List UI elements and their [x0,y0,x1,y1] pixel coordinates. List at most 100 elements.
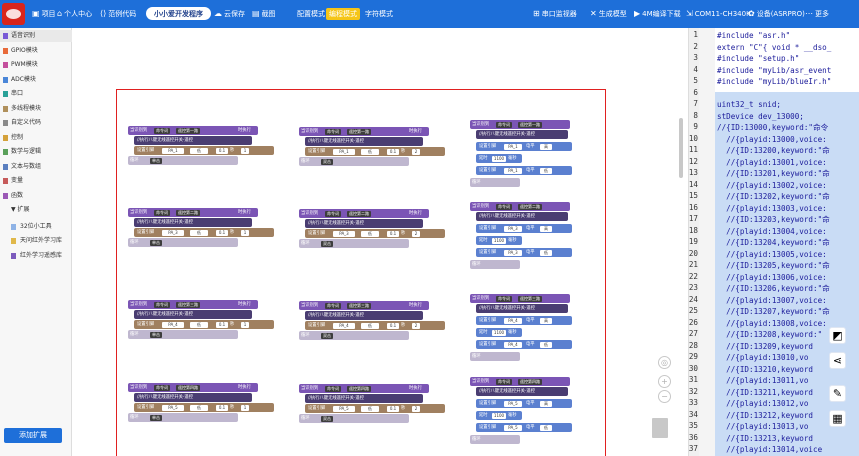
mode-config[interactable]: 配置模式 [297,10,325,18]
action-slot[interactable]: 单击 [150,157,162,164]
chart-icon[interactable]: ◩ [829,327,846,344]
sidebar-category[interactable]: 变量 [0,175,72,187]
sidebar-category[interactable]: 串口 [0,88,72,100]
pin-slot[interactable]: PA_1 [504,167,522,174]
value-slot[interactable]: 0.1 [387,322,399,329]
level-slot[interactable]: 低 [361,405,379,412]
action-slot[interactable]: 双击 [321,240,333,247]
sidebar-category[interactable]: 语音识别 [0,30,72,42]
pin-slot[interactable]: PA_1 [333,148,355,155]
qrcode-icon[interactable]: ▦ [829,410,846,427]
delay-slot[interactable]: 1100 [492,412,506,419]
sidebar-category[interactable]: 数学与逻辑 [0,146,72,158]
command-slot[interactable]: 命令词 [154,301,170,308]
serial-monitor-button[interactable]: ⊞串口监视器 [533,9,577,18]
zoom-in-icon[interactable]: + [658,375,671,388]
command-name-slot[interactable]: 遥控第三路 [176,301,200,308]
delay-slot[interactable]: 1100 [492,237,506,244]
sidebar-category[interactable]: PWM模块 [0,59,72,71]
command-slot[interactable]: 命令词 [325,210,341,217]
count-slot[interactable]: 2 [412,405,420,412]
value-slot[interactable]: 0.1 [216,229,228,236]
command-slot[interactable]: 命令词 [154,384,170,391]
count-slot[interactable]: 2 [412,322,420,329]
count-slot[interactable]: 2 [412,148,420,155]
value-slot[interactable]: 0.1 [216,321,228,328]
command-name-slot[interactable]: 遥控第一路 [347,128,371,135]
compile-download-button[interactable]: ▶4M编译下载 [634,9,681,18]
command-slot[interactable]: 命令词 [496,203,512,210]
zoom-out-icon[interactable]: − [658,390,671,403]
delay-slot[interactable]: 1100 [492,329,506,336]
screenshot-button[interactable]: ▤截图 [252,9,276,18]
sidebar-category[interactable]: ADC模块 [0,74,72,86]
command-name-slot[interactable]: 遥控第一路 [176,127,200,134]
command-slot[interactable]: 命令词 [325,128,341,135]
menu-project[interactable]: ▣项目 [32,9,56,18]
pin-slot[interactable]: PA_3 [504,249,522,256]
count-slot[interactable]: 1 [241,404,249,411]
delay-slot[interactable]: 1100 [492,155,506,162]
command-name-slot[interactable]: 遥控第四路 [176,384,200,391]
level-slot[interactable]: 高 [540,317,552,324]
pin-slot[interactable]: PA_1 [504,143,522,150]
command-name-slot[interactable]: 遥控第二路 [518,203,542,210]
pin-slot[interactable]: PA_4 [333,322,355,329]
action-slot[interactable]: 单击 [150,239,162,246]
command-name-slot[interactable]: 遥控第一路 [518,121,542,128]
value-slot[interactable]: 0.1 [387,230,399,237]
command-name-slot[interactable]: 遥控第四路 [518,378,542,385]
sidebar-extension-item[interactable]: 红外学习遥感库 [0,250,72,262]
command-slot[interactable]: 命令词 [325,302,341,309]
command-name-slot[interactable]: 遥控第三路 [347,302,371,309]
command-slot[interactable]: 命令词 [325,385,341,392]
command-name-slot[interactable]: 遥控第四路 [347,385,371,392]
level-slot[interactable]: 低 [190,321,208,328]
level-slot[interactable]: 高 [540,400,552,407]
level-slot[interactable]: 低 [190,229,208,236]
level-slot[interactable]: 低 [540,249,552,256]
level-slot[interactable]: 高 [540,143,552,150]
trash-icon[interactable] [652,418,668,438]
pin-slot[interactable]: PA_3 [333,230,355,237]
level-slot[interactable]: 低 [361,230,379,237]
workspace-scrollbar[interactable] [679,118,683,178]
count-slot[interactable]: 1 [241,321,249,328]
sidebar-extension-item[interactable]: 天问红外学习库 [0,235,72,247]
command-name-slot[interactable]: 遥控第三路 [518,295,542,302]
sidebar-category[interactable]: 多线程模块 [0,103,72,115]
menu-personal-center[interactable]: ⌂个人中心 [57,9,93,18]
pin-slot[interactable]: PA_5 [504,424,522,431]
cloud-save-button[interactable]: ☁云保存 [214,9,245,18]
action-slot[interactable]: 双击 [321,332,333,339]
panel-divider[interactable] [688,28,699,456]
menu-sample-code[interactable]: ⟨⟩范例代码 [100,9,137,18]
level-slot[interactable]: 低 [361,322,379,329]
serial-port-select[interactable]: ⇲COM11-CH340K [686,9,751,18]
pin-slot[interactable]: PA_5 [333,405,355,412]
add-extension-button[interactable]: 添加扩展 [4,428,62,443]
sidebar-extension-item[interactable]: 32位小工具 [0,221,72,233]
share-icon[interactable]: ⋖ [829,352,846,369]
value-slot[interactable]: 0.1 [387,405,399,412]
command-slot[interactable]: 命令词 [496,121,512,128]
pin-slot[interactable]: PA_3 [504,225,522,232]
value-slot[interactable]: 0.1 [216,147,228,154]
mode-character[interactable]: 字符模式 [365,10,393,18]
action-slot[interactable]: 单击 [150,331,162,338]
action-slot[interactable]: 双击 [321,158,333,165]
count-slot[interactable]: 1 [241,147,249,154]
command-slot[interactable]: 命令词 [154,127,170,134]
action-slot[interactable]: 单击 [150,414,162,421]
value-slot[interactable]: 0.1 [216,404,228,411]
action-slot[interactable]: 双击 [321,415,333,422]
sidebar-category[interactable]: GPIO模块 [0,45,72,57]
app-title-pill[interactable]: 小小爱开发程序 [146,7,211,20]
level-slot[interactable]: 低 [540,341,552,348]
generate-model-button[interactable]: ✕生成模型 [590,9,627,18]
pin-slot[interactable]: PA_5 [504,400,522,407]
pin-slot[interactable]: PA_4 [504,317,522,324]
device-select[interactable]: ✿设备(ASRPRO) [748,9,805,18]
count-slot[interactable]: 1 [241,229,249,236]
count-slot[interactable]: 2 [412,230,420,237]
